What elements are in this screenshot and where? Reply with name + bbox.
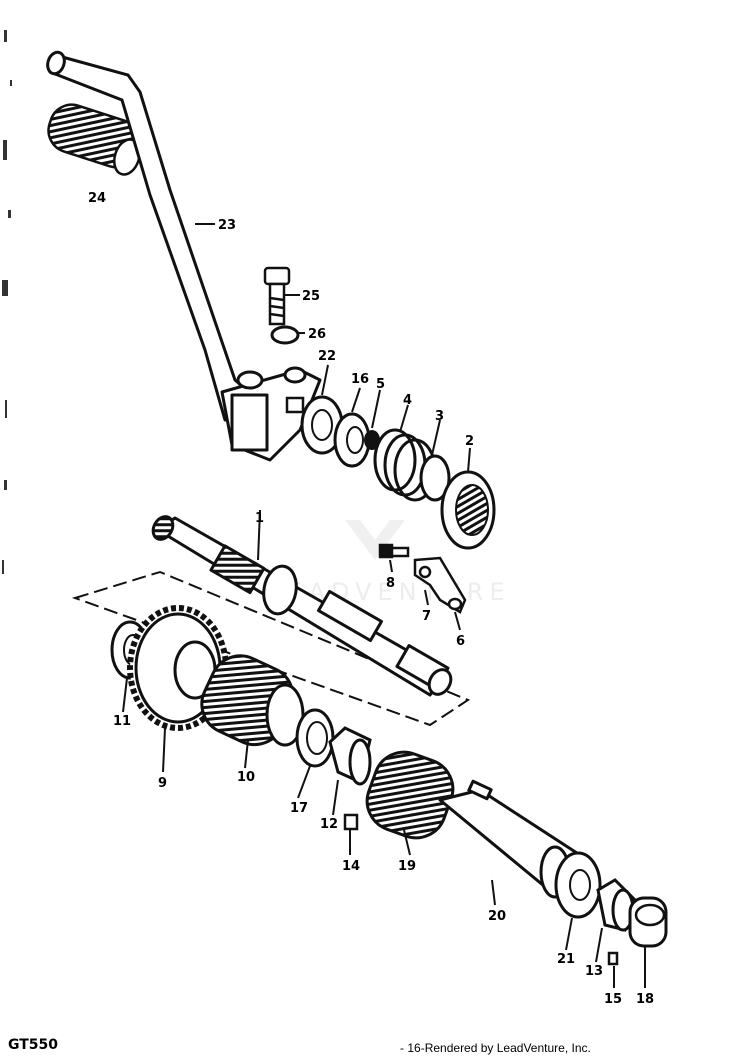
ratchet-spring — [365, 750, 455, 840]
spring-guide — [364, 430, 380, 450]
label-6: 6 — [456, 634, 465, 649]
label-4: 4 — [403, 393, 412, 408]
kick-pinion — [440, 470, 496, 550]
kick-starter-shaft — [151, 515, 453, 697]
label-13: 13 — [585, 964, 603, 979]
label-10: 10 — [237, 770, 255, 785]
bolt — [263, 266, 291, 326]
label-8: 8 — [386, 576, 395, 591]
dowel-pin — [343, 813, 359, 831]
retaining-pin — [607, 951, 619, 966]
label-2: 2 — [465, 434, 474, 449]
label-17: 17 — [290, 801, 308, 816]
part-labels: 1 2 3 4 5 6 7 8 9 10 11 12 13 14 15 16 1… — [88, 191, 654, 1007]
label-14: 14 — [342, 859, 360, 874]
label-9: 9 — [158, 776, 167, 791]
label-23: 23 — [218, 218, 236, 233]
kick-shaft-stub — [285, 396, 305, 414]
label-26: 26 — [308, 327, 326, 342]
label-20: 20 — [488, 909, 506, 924]
label-12: 12 — [320, 817, 338, 832]
shaft-washer — [554, 851, 602, 919]
label-3: 3 — [435, 409, 444, 424]
label-5: 5 — [376, 377, 385, 392]
label-18: 18 — [636, 992, 654, 1007]
ratchet-washer — [295, 708, 335, 768]
label-24: 24 — [88, 191, 106, 206]
kick-starter-lever — [46, 50, 322, 462]
label-22: 22 — [318, 349, 336, 364]
stopper-guide — [413, 556, 467, 614]
label-1: 1 — [255, 511, 264, 526]
assembly-outline — [71, 570, 471, 727]
shim-washer — [333, 412, 371, 468]
label-25: 25 — [302, 289, 320, 304]
page-number: 16 — [407, 1041, 421, 1055]
label-16: 16 — [351, 372, 369, 387]
credit-text: Rendered by LeadVenture, Inc. — [424, 1041, 591, 1055]
leader-lines — [122, 223, 646, 988]
model-label: GT550 — [8, 1037, 59, 1053]
page-number-dash-right: - — [420, 1041, 425, 1055]
footer-credit: - 16-Rendered by LeadVenture, Inc. — [400, 1041, 591, 1055]
label-21: 21 — [557, 952, 575, 967]
end-cap — [628, 896, 668, 948]
label-7: 7 — [422, 609, 431, 624]
page-number-dash-left: - — [400, 1041, 408, 1055]
label-15: 15 — [604, 992, 622, 1007]
label-11: 11 — [113, 714, 131, 729]
label-19: 19 — [398, 859, 416, 874]
stopper-bolt — [378, 543, 410, 559]
spring-cap — [419, 454, 451, 502]
spacer-collar — [328, 726, 372, 786]
scan-artifacts — [2, 30, 12, 574]
bolt-washer — [270, 325, 300, 345]
